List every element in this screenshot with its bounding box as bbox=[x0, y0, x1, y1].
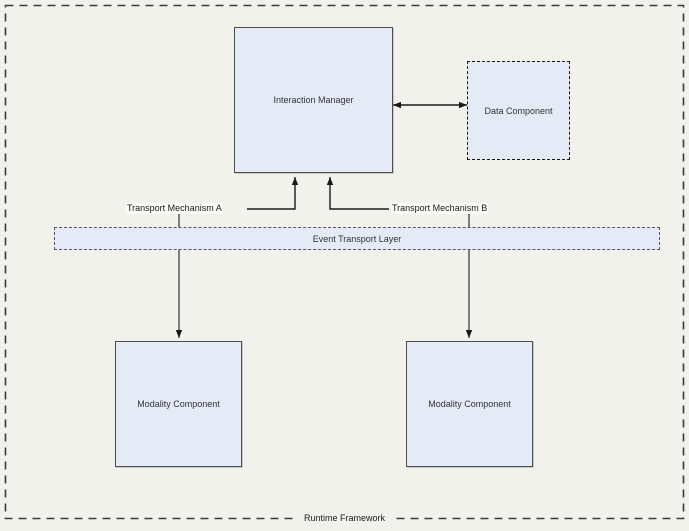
event-transport-layer[interactable]: Event Transport Layer bbox=[54, 227, 660, 250]
node-modality-component-left[interactable]: Modality Component bbox=[115, 341, 242, 467]
connector-transport-a-elbow bbox=[247, 177, 299, 210]
node-label: Interaction Manager bbox=[273, 95, 354, 105]
node-modality-component-right[interactable]: Modality Component bbox=[406, 341, 533, 467]
edge-label-transport-b: Transport Mechanism B bbox=[391, 203, 489, 214]
runtime-framework-caption: Runtime Framework bbox=[0, 513, 689, 523]
edge-label-transport-a: Transport Mechanism A bbox=[126, 203, 223, 214]
event-transport-layer-label: Event Transport Layer bbox=[312, 233, 402, 244]
node-label: Modality Component bbox=[428, 399, 511, 409]
node-label: Modality Component bbox=[137, 399, 220, 409]
node-data-component[interactable]: Data Component bbox=[467, 61, 570, 160]
node-label: Data Component bbox=[484, 105, 553, 116]
connector-transport-b-elbow bbox=[326, 177, 389, 210]
node-interaction-manager[interactable]: Interaction Manager bbox=[234, 27, 393, 173]
runtime-framework-caption-text: Runtime Framework bbox=[297, 513, 392, 523]
